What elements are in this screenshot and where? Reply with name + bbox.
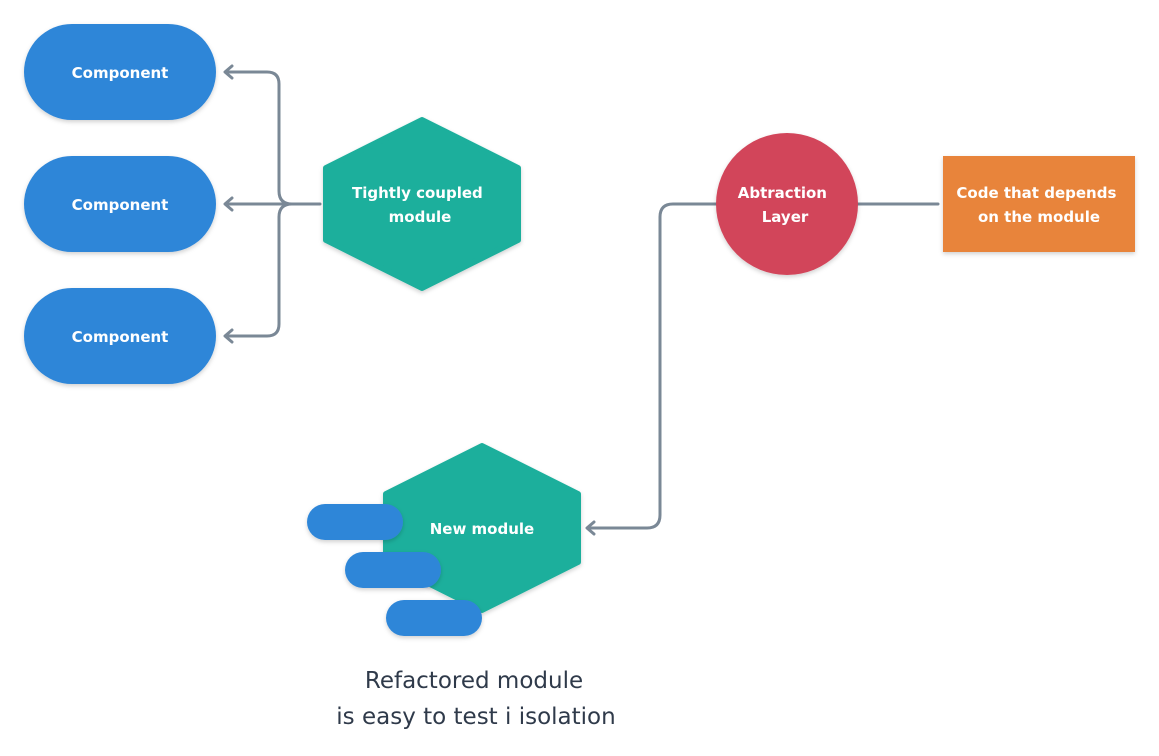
tightly-coupled-label: Tightly coupled module [352, 184, 488, 226]
component-label-1: Component [72, 64, 169, 82]
component-pill-1 [24, 24, 216, 120]
dependent-code-box [943, 156, 1135, 252]
component-label-2: Component [72, 196, 169, 214]
tightly-coupled-module-node[interactable]: Tightly coupled module [323, 117, 521, 291]
arrowhead-component-3 [223, 328, 234, 344]
component-node-1[interactable]: Component [24, 24, 216, 120]
tightly-coupled-hexagon [323, 117, 521, 291]
connector-to-component-1 [226, 70, 322, 206]
dependent-code-label: Code that depends on the module [956, 184, 1121, 226]
component-pill-3 [24, 288, 216, 384]
new-module-node[interactable]: New module [307, 443, 581, 636]
arrowhead-component-2 [223, 196, 234, 212]
speed-line-1 [307, 504, 403, 540]
speed-line-2 [345, 552, 441, 588]
component-label-3: Component [72, 328, 169, 346]
arrowheads [223, 64, 596, 536]
abstraction-layer-circle [716, 133, 858, 275]
connectors [226, 70, 940, 530]
abstraction-layer-node[interactable]: Abtraction Layer [716, 133, 858, 275]
abstraction-layer-label: Abtraction Layer [738, 184, 832, 226]
arrowhead-component-1 [223, 64, 234, 80]
component-node-2[interactable]: Component [24, 156, 216, 252]
speed-line-3 [386, 600, 482, 636]
component-pill-2 [24, 156, 216, 252]
dependent-code-node[interactable]: Code that depends on the module [943, 156, 1135, 252]
caption: Refactored module is easy to test i isol… [336, 668, 615, 730]
component-node-3[interactable]: Component [24, 288, 216, 384]
caption-line-1: Refactored module [365, 668, 583, 694]
arrowhead-new-module [585, 520, 596, 536]
caption-line-2: is easy to test i isolation [336, 704, 615, 730]
connector-abstraction-to-new-module [588, 202, 718, 530]
new-module-label: New module [430, 520, 534, 538]
connector-to-component-3 [226, 202, 294, 338]
